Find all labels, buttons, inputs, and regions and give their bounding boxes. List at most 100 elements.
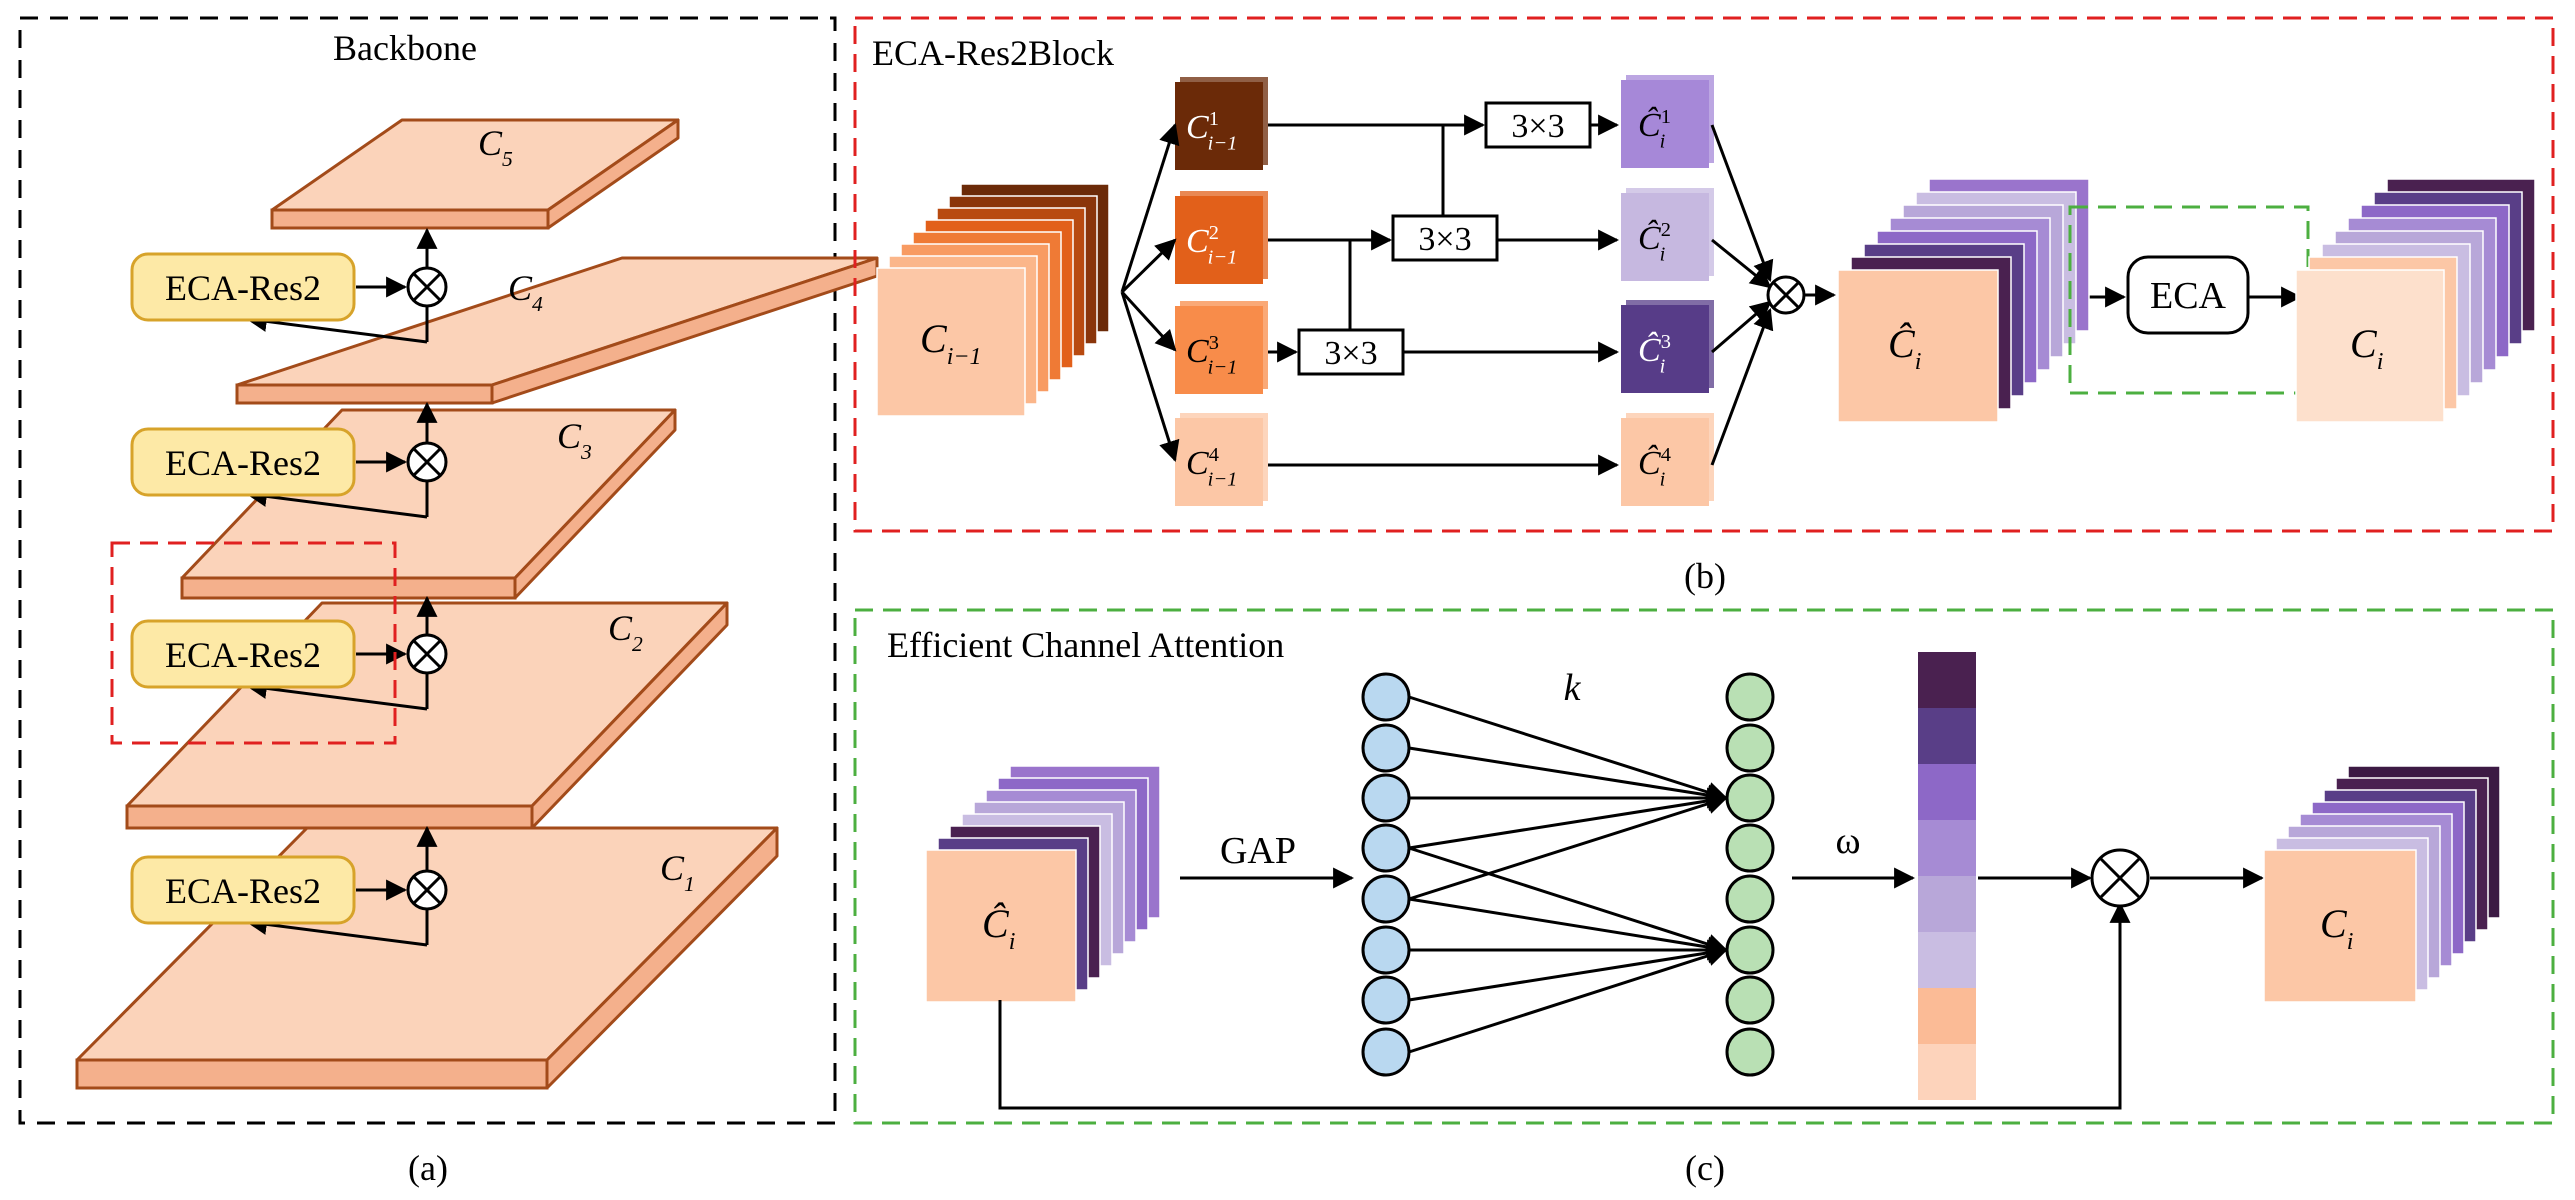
eca-res2-label: ECA-Res2 — [165, 635, 321, 675]
weight-cell — [1918, 988, 1976, 1044]
eca-res2-module-1: ECA-Res2 — [130, 227, 448, 344]
weight-cell — [1918, 764, 1976, 820]
input-stack: Ci−1 — [876, 183, 1110, 417]
eca-res2-module-4: ECA-Res2 — [130, 825, 448, 947]
panel-a-frame — [18, 16, 837, 1125]
backbone-layer-4: C4 — [235, 256, 879, 405]
layer-label-c2: C2 — [608, 608, 643, 656]
conv-box-1: 3×3 — [1484, 101, 1592, 149]
output-node — [1725, 723, 1775, 773]
panel-c: Efficient Channel Attention Ĉi GAP k ω C… — [853, 608, 2555, 1188]
panel-c-caption: (c) — [1685, 1148, 1725, 1188]
eca-output: Ci — [2263, 765, 2501, 1003]
input-node — [1361, 975, 1411, 1025]
eca-res2-module-2: ECA-Res2 — [130, 401, 448, 519]
input-node — [1361, 823, 1411, 873]
input-node — [1361, 1027, 1411, 1077]
panel-a-title: Backbone — [333, 28, 477, 68]
channel-weight-bar — [1918, 652, 1976, 1100]
concat-feature-stack: Ĉi — [1837, 178, 2090, 423]
concat-stack: Ĉi — [1837, 178, 2090, 423]
highlight-box — [110, 541, 397, 745]
conv-label: 3×3 — [1511, 108, 1564, 145]
eca-res2-label: ECA-Res2 — [165, 871, 321, 911]
conv-box-3: 3×3 — [1297, 328, 1405, 376]
conv-box-2: 3×3 — [1391, 214, 1499, 262]
panel-b-frame — [853, 16, 2555, 533]
gap-label: GAP — [1220, 830, 1296, 872]
output-node — [1725, 823, 1775, 873]
eca-output-label: Ci — [2320, 901, 2353, 955]
omega-label: ω — [1835, 820, 1860, 862]
panel-b-caption: (b) — [1684, 556, 1726, 596]
output-node — [1725, 874, 1775, 924]
output-node — [1725, 773, 1775, 823]
layer-label-c4: C4 — [508, 268, 543, 316]
eca-box — [2126, 255, 2250, 335]
multiply-operator — [2090, 848, 2150, 908]
panel-c-connections — [998, 867, 2265, 1110]
panel-b-connections — [1120, 114, 2303, 476]
conv-label: 3×3 — [1324, 335, 1377, 372]
eca-input-label: Ĉi — [982, 901, 1015, 955]
weight-cell — [1918, 932, 1976, 988]
input-node — [1361, 874, 1411, 924]
input-node — [1361, 773, 1411, 823]
input-feature-stack: Ci−1 — [876, 183, 1110, 417]
output-node — [1725, 975, 1775, 1025]
weight-cell — [1918, 876, 1976, 932]
input-node — [1361, 925, 1411, 975]
input-node — [1361, 723, 1411, 773]
weight-cell — [1918, 820, 1976, 876]
eca-green-highlight — [2068, 205, 2310, 395]
eca-res2-module-3: ECA-Res2 — [130, 595, 448, 711]
concat-operator — [1766, 275, 1806, 315]
layer-label-c3: C3 — [557, 416, 592, 464]
eca-input-stack: Ĉi — [925, 765, 1161, 1003]
weight-cell — [1918, 708, 1976, 764]
conv-label: 3×3 — [1418, 221, 1471, 258]
result-stack: Ci — [2295, 178, 2536, 423]
input-label: Ci−1 — [920, 316, 982, 370]
output-node — [1725, 925, 1775, 975]
output-node — [1725, 672, 1775, 722]
layer-label-c5: C5 — [478, 123, 513, 171]
ecа-network — [1361, 672, 1775, 1077]
output-node — [1725, 1027, 1775, 1077]
layer-label-c1: C1 — [660, 848, 695, 896]
k-label: k — [1564, 667, 1582, 709]
panel-c-frame — [853, 608, 2555, 1125]
eca-output-stack: Ci — [2263, 765, 2501, 1003]
result-feature-stack: Ci — [2295, 178, 2536, 423]
weight-cell — [1918, 652, 1976, 708]
eca-input: Ĉi — [925, 765, 1161, 1003]
backbone-layer-5: C5 — [270, 118, 680, 230]
panel-b-title: ECA-Res2Block — [872, 33, 1114, 73]
eca-res2-label: ECA-Res2 — [165, 268, 321, 308]
panel-a-caption: (a) — [408, 1148, 448, 1188]
weight-cell — [1918, 1044, 1976, 1100]
result-label: Ci — [2350, 321, 2383, 375]
eca-label: ECA — [2150, 275, 2227, 317]
